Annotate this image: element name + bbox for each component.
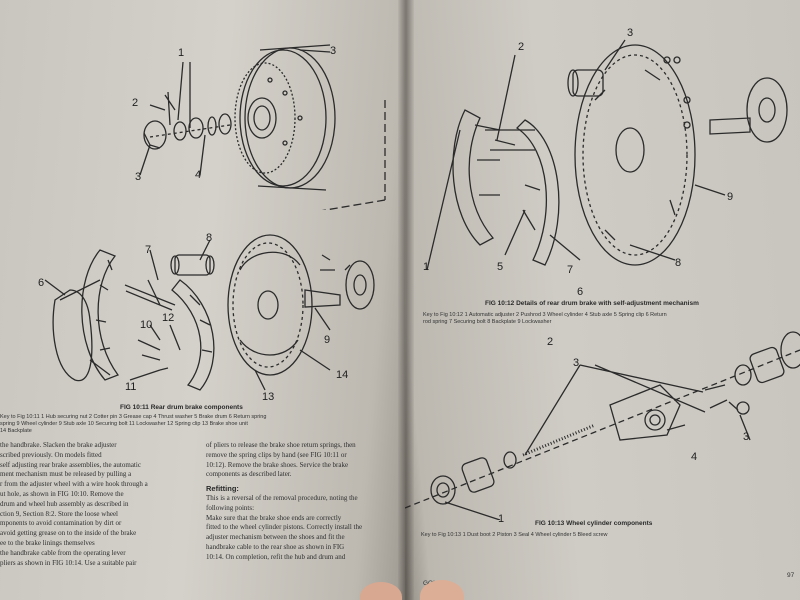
callout-12: 12: [162, 312, 175, 324]
callout-4: 4: [195, 169, 202, 181]
body-line: ee to the brake linings themselves: [0, 538, 95, 547]
book-spine-shadow: [398, 0, 414, 600]
body-line: adjuster mechanism between the shoes and…: [206, 533, 345, 542]
body-line: 10:12). Remove the brake shoes. Service …: [206, 460, 349, 469]
callout-1: 1: [178, 47, 185, 59]
body-line: mponents to avoid contamination by dirt …: [0, 519, 122, 528]
callout-4-cylinder: 4: [691, 451, 698, 463]
callout-9: 9: [324, 334, 331, 346]
refitting-heading: Refitting:: [206, 484, 239, 493]
body-line: avoid getting grease on to the inside of…: [0, 529, 137, 538]
callout-5: 5: [497, 261, 504, 273]
finger: [420, 580, 464, 600]
right-page: 1 2 3 5 6 7 8 9 FIG 10:12 Details of rea…: [405, 0, 800, 600]
callout-14: 14: [336, 369, 349, 381]
body-line: the handbrake cable from the operating l…: [0, 548, 126, 557]
body-column-2: of pliers to release the brake shoe retu…: [206, 441, 402, 480]
fig-10-13-key: Key to Fig 10:13 1 Dust boot 2 Piston 3 …: [421, 532, 608, 538]
fig-10-12-key-line1: Key to Fig 10:12 1 Automatic adjuster 2 …: [423, 312, 667, 318]
callout-10: 10: [140, 319, 153, 331]
callout-6: 6: [577, 286, 584, 298]
callout-3-cylinder-right: 3: [743, 431, 750, 443]
body-line: Make sure that the brake shoe ends are c…: [206, 513, 342, 522]
callout-3-drum: 3: [330, 45, 337, 57]
fig-10-11-key-line1: Key to Fig 10:11 1 Hub securing nut 2 Co…: [0, 414, 267, 420]
callout-11: 11: [125, 381, 137, 393]
self-adjusting-brake-exploded-drawing: [426, 39, 788, 271]
page-number: 97: [787, 572, 795, 579]
left-page: 1 2 3 3 4 6 7 8 9 10 11 12 13 14 FIG 10:…: [0, 0, 410, 600]
fig-10-12-caption: FIG 10:12 Details of rear drum brake wit…: [485, 300, 699, 307]
fig-10-11-key-line3: 14 Backplate: [0, 428, 32, 434]
hub-drum-exploded-drawing: [139, 44, 386, 210]
callout-2: 2: [518, 41, 525, 53]
body-line: scribed previously. On models fitted: [0, 450, 102, 459]
fig-10-13-caption: FIG 10:13 Wheel cylinder components: [535, 520, 653, 527]
body-line: drum and wheel hub assembly as described…: [0, 499, 129, 508]
body-line: ction 9, Section 8:2. Store the loose wh…: [0, 509, 119, 518]
callout-9: 9: [727, 191, 734, 203]
body-line: r from the adjuster wheel with a wire ho…: [0, 480, 148, 489]
refitting-text: This is a reversal of the removal proced…: [206, 494, 402, 563]
body-line: components as described later.: [206, 470, 292, 479]
callout-1: 1: [423, 261, 430, 273]
body-line: This is a reversal of the removal proced…: [206, 494, 358, 502]
callout-7: 7: [567, 264, 574, 276]
body-line: ut hole, as shown in FIG 10:10. Remove t…: [0, 489, 124, 498]
body-line: of pliers to release the brake shoe retu…: [206, 441, 356, 449]
body-line: the handbrake. Slacken the brake adjuste…: [0, 441, 117, 449]
callout-1-cylinder: 1: [498, 513, 505, 525]
callout-2: 2: [132, 97, 139, 109]
body-line: ment mechanism must be released by pulli…: [0, 470, 132, 479]
callout-3: 3: [135, 171, 142, 183]
body-line: pliers as shown in FIG 10:14. Use a suit…: [0, 558, 137, 567]
fig-10-11-key-line2: spring 9 Wheel cylinder 9 Stub axle 10 S…: [0, 421, 248, 427]
callout-13: 13: [262, 391, 275, 403]
callout-7: 7: [145, 244, 152, 256]
callout-8: 8: [206, 232, 213, 244]
finger: [360, 582, 402, 600]
body-line: remove the spring clips by hand (see FIG…: [206, 450, 347, 459]
brake-shoe-backplate-exploded-drawing: [44, 234, 375, 391]
callout-2-cylinder: 2: [547, 336, 554, 348]
body-line: 10:14. On completion, refit the hub and …: [206, 552, 346, 561]
body-line: fitted to the wheel cylinder pistons. Co…: [206, 523, 363, 532]
callout-6: 6: [38, 277, 45, 289]
body-line: handbrake cable to the rear shoe as show…: [206, 542, 345, 551]
callout-3: 3: [627, 27, 634, 39]
wheel-cylinder-exploded-drawing: [405, 331, 800, 520]
fig-10-12-key-line2: rod spring 7 Securing bolt 8 Backplate 9…: [423, 319, 552, 325]
callout-8: 8: [675, 257, 682, 269]
fig-10-11-caption: FIG 10:11 Rear drum brake components: [120, 404, 243, 411]
body-line: self adjusting rear brake assemblies, th…: [0, 460, 141, 469]
callout-3-cylinder: 3: [573, 357, 580, 369]
body-column-1: the handbrake. Slacken the brake adjuste…: [0, 441, 198, 568]
body-line: following points:: [206, 503, 255, 512]
